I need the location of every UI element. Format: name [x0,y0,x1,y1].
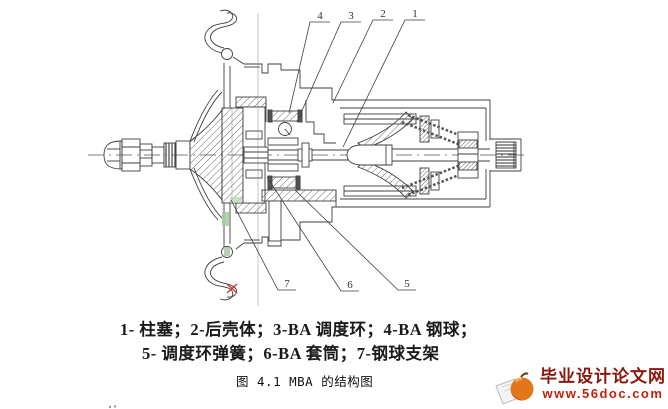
push-rod [103,138,191,172]
plunger-shaft [268,142,352,168]
callout-3: 3 [348,10,354,22]
figure-legend-line-1: 1- 柱塞；2-后壳体；3-BA 调度环；4-BA 钢球； [120,320,477,339]
watermark-site-url: www.56doc.com [542,386,664,401]
callout-6: 6 [347,279,353,291]
callout-7: 7 [284,278,290,290]
watermark-logo-icon [495,372,534,405]
leader-lines [230,19,425,292]
callout-4: 4 [317,10,323,22]
ba-sleeve-and-spring [261,137,337,242]
ball-support-bracket [235,96,269,214]
watermark-text: 毕业设计论文网 www.56doc.com [540,367,666,401]
valve-assembly [343,111,490,199]
figure-legend-line-2: 5- 调度环弹簧；6-BA 套筒；7-钢球支架 [142,344,440,363]
rear-housing [232,56,491,250]
watermark: 毕业设计论文网 www.56doc.com [494,367,666,407]
callout-labels: 4 3 2 1 7 6 5 [284,8,418,291]
watermark-site-name: 毕业设计论文网 [540,367,666,386]
figure-caption: 图 4.1 MBA 的结构图 [236,374,374,389]
ba-ring-and-ball [265,100,336,144]
callout-2: 2 [380,8,386,20]
callout-5: 5 [404,278,410,290]
red-x-mark [226,283,238,294]
flange-plate [189,107,244,204]
seal-marks [108,197,242,409]
callout-1: 1 [412,8,418,20]
output-rod-end [490,138,522,172]
